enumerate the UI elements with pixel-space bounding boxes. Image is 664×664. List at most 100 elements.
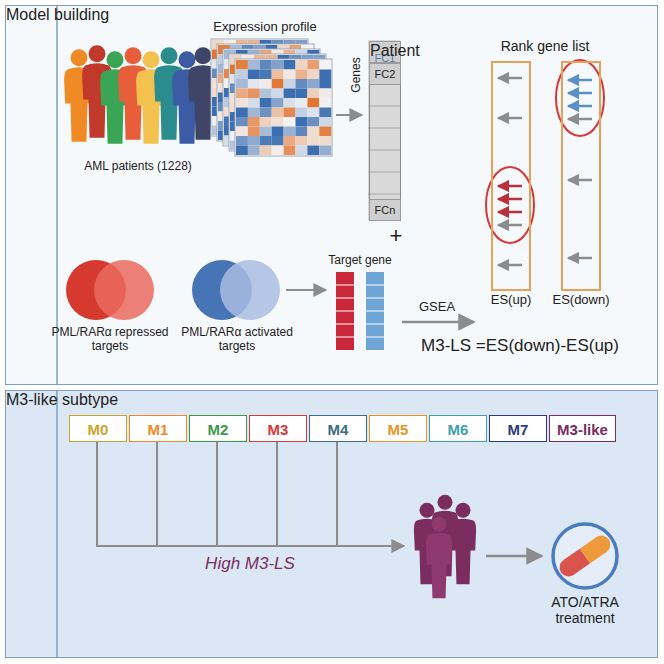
heatmap-cell — [248, 88, 260, 98]
heatmap-cell — [248, 126, 260, 136]
target-column — [366, 272, 384, 350]
heatmap-cell — [236, 98, 248, 108]
heatmap-cell — [248, 127, 260, 137]
rank-arrow — [498, 77, 522, 80]
heatmap-cell — [272, 107, 284, 117]
heatmap-cell — [284, 60, 296, 70]
heatmap-cell — [236, 59, 248, 69]
target-column — [336, 272, 354, 350]
heatmap-cell — [284, 98, 296, 108]
heatmap-cell — [260, 60, 272, 70]
subtype-label: M1 — [148, 420, 169, 437]
heatmap-cell — [307, 88, 319, 98]
subtype-box: M5 — [369, 415, 427, 442]
heatmap-cell — [283, 69, 295, 79]
heatmap-cell — [296, 70, 308, 80]
rank-arrow — [568, 179, 592, 182]
heatmap-cell — [307, 98, 319, 108]
heatmap-cell — [272, 107, 284, 117]
heatmap-cell — [236, 60, 248, 70]
heatmap-cell — [260, 88, 272, 98]
heatmap-cell — [248, 89, 260, 99]
heatmap-cell — [284, 79, 296, 89]
heatmap-cell — [248, 136, 260, 146]
heatmap-cell — [272, 98, 284, 108]
subtype-label: M3-like — [557, 420, 608, 437]
heatmap-cell — [272, 116, 284, 126]
gene-cell-lines — [368, 106, 400, 194]
subtype-label: M2 — [208, 420, 229, 437]
heatmap-cell — [260, 78, 272, 88]
heatmap-cell — [296, 79, 308, 89]
heatmap-cell — [284, 70, 296, 80]
panel-ground — [5, 390, 658, 658]
box-heading: ES(down) — [552, 292, 609, 307]
rank-arrow — [568, 105, 592, 108]
heatmap-cell — [319, 70, 331, 80]
heatmap-cell — [272, 88, 284, 98]
person-icon — [426, 517, 452, 599]
heatmap-cell — [236, 146, 248, 156]
heatmap-cell — [260, 60, 272, 70]
pill-icon — [556, 532, 614, 580]
heatmap-cell — [248, 107, 260, 117]
heatmap-cell — [295, 136, 307, 146]
heatmap-cell — [295, 59, 307, 69]
heatmap-cell — [260, 59, 272, 69]
heatmap-cell — [260, 126, 272, 136]
heatmap-cell — [319, 89, 331, 99]
heatmap-cell — [236, 69, 248, 79]
heatmap-cell — [248, 98, 260, 108]
box-heading: Patient — [370, 42, 420, 60]
heatmap-cell — [307, 89, 319, 99]
heatmap-cell — [319, 117, 331, 127]
heatmap-cell — [307, 70, 319, 80]
heatmap-cell — [248, 79, 260, 89]
subtype-label: M6 — [448, 420, 469, 437]
rank-arrow — [498, 185, 522, 188]
heatmap-cell — [248, 107, 260, 117]
heatmap-cell — [236, 98, 248, 108]
heatmap-cell — [248, 79, 260, 89]
heatmap-cell — [236, 107, 248, 117]
venn-caption: PML/RARα activated targets — [177, 326, 297, 354]
rank-arrow — [498, 117, 522, 120]
heatmap-cell — [272, 117, 284, 127]
heatmap-cell — [284, 60, 296, 70]
drug-circle — [553, 524, 617, 588]
heatmap-cell — [284, 79, 296, 89]
fold-change-cell: FCn — [369, 199, 401, 221]
heatmap-frame — [235, 59, 332, 156]
subtype-box: M0 — [69, 415, 127, 442]
heatmap-cell — [260, 89, 272, 99]
heatmap-cell — [236, 127, 248, 137]
heatmap-cell — [236, 116, 248, 126]
heatmap-cell — [248, 98, 260, 108]
heatmap-cell — [319, 108, 331, 118]
heatmap-cell — [248, 88, 260, 98]
heatmap-cell — [307, 117, 319, 127]
rank-arrow — [568, 92, 592, 95]
column-caption: Target gene — [328, 254, 391, 268]
heatmap-cell — [248, 116, 260, 126]
heatmap-cell — [283, 78, 295, 88]
expression-heatmaps — [211, 39, 332, 156]
heatmap-cell — [295, 88, 307, 98]
rank-caption: Rank gene list — [501, 38, 590, 54]
subtype-box: M3 — [249, 415, 307, 442]
heatmap-cell — [248, 117, 260, 127]
rank-list-box: ES(up) — [491, 61, 531, 291]
strip-divider — [56, 390, 58, 658]
heatmap-cell — [272, 60, 284, 70]
heatmap-cell — [272, 89, 284, 99]
panel-title: M3-like subtype — [6, 391, 118, 409]
heatmap-cell — [283, 88, 295, 98]
plus-sign: + — [390, 223, 403, 248]
heatmap-cell — [295, 88, 307, 98]
selection-label: High M3-LS — [205, 554, 295, 574]
heatmap-cell — [248, 78, 260, 88]
box-heading: ES(up) — [491, 292, 531, 307]
heatmap-cell — [284, 136, 296, 146]
